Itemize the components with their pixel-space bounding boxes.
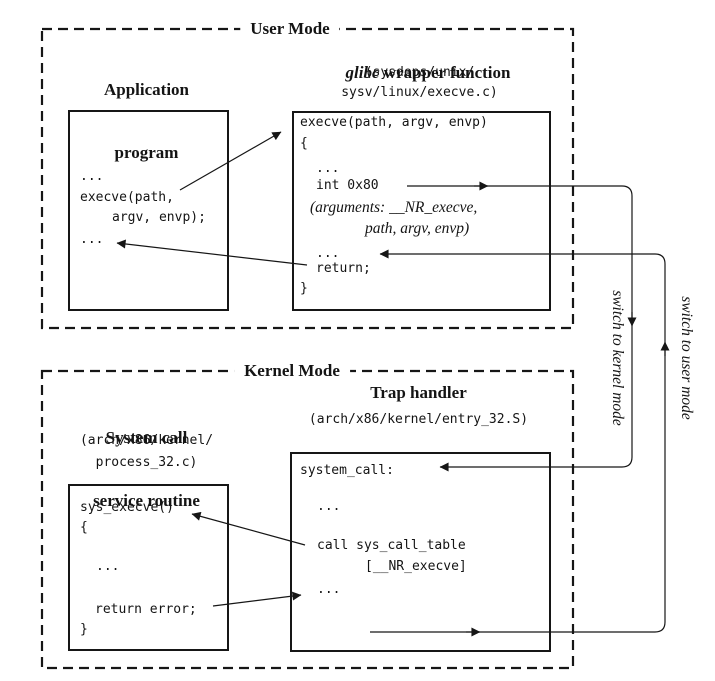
user-mode-label: User Mode [240,19,340,39]
trap-handler-title: Trap handler [370,383,467,402]
glibc-args-note-line2: path, argv, envp) [365,220,470,237]
sys-execve-code-line: } [80,622,88,637]
trap-code-line: ... [317,582,341,597]
glibc-code-line: { [300,136,308,151]
sys-execve-code-line: ... [96,559,120,574]
switch-to-kernel-mode-label: switch to kernel mode [609,290,626,426]
application-title-line2: program [114,143,179,162]
service-routine-path-line1: (arch/x86/kernel/ [79,433,214,448]
glibc-code-line: ... [316,161,340,176]
trap-code-line-call-table: call sys_call_table [317,538,466,553]
glibc-args-note-line1: (arguments: __NR_execve, [310,199,478,216]
glibc-code-line: ... [316,246,340,261]
glibc-source-path-line2: sysv/linux/execve.c) [341,85,498,100]
service-routine-path-line2: process_32.c) [95,455,198,470]
trap-code-line: ... [317,499,341,514]
sys-execve-code-line: { [80,520,88,535]
glibc-code-line-int80: int 0x80 [316,178,379,193]
switch-to-user-mode-label: switch to user mode [678,296,695,420]
app-code-line: ... [80,232,104,247]
glibc-code-line: execve(path, argv, envp) [300,115,488,130]
application-title-line1: Application [103,80,190,99]
kernel-mode-label: Kernel Mode [234,361,350,381]
app-code-line: execve(path, [80,190,174,205]
sys-execve-code-line-return-error: return error; [95,602,197,617]
sys-execve-code-line: sys_execve() [80,500,174,515]
app-code-line: argv, envp); [112,210,206,225]
glibc-code-line-return: return; [316,261,371,276]
app-code-line: ... [80,169,104,184]
glibc-source-path-line1: (sysdeps/unix/ [364,65,475,80]
trap-handler-path: (arch/x86/kernel/entry_32.S) [308,412,529,427]
trap-code-line-system-call: system_call: [300,463,394,478]
trap-code-line-nr-execve: [__NR_execve] [365,559,467,574]
glibc-code-line: } [300,281,308,296]
